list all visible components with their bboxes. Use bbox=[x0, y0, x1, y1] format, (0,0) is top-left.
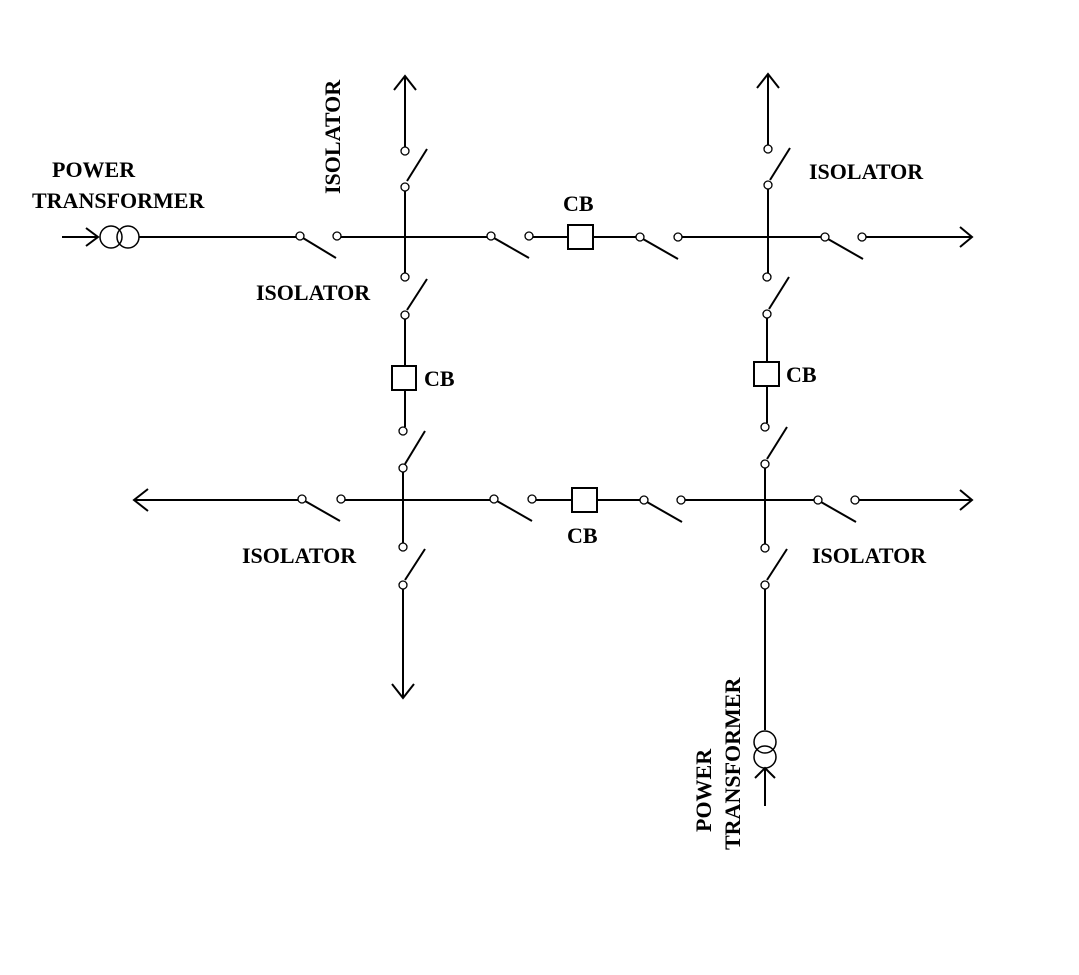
power-transformer-label-bottom-2: TRANSFORMER bbox=[720, 677, 745, 850]
feeder-arrow-down bbox=[391, 683, 415, 700]
isolator-switch bbox=[400, 146, 428, 192]
bottom-bus bbox=[132, 487, 974, 523]
power-transformer-label-left-2: TRANSFORMER bbox=[32, 188, 205, 213]
isolator-switch bbox=[813, 495, 860, 523]
isolator-switch bbox=[639, 495, 686, 523]
feeder-arrow-up bbox=[393, 74, 417, 91]
isolator-switch bbox=[820, 232, 867, 260]
isolator-label-lower-right: ISOLATOR bbox=[812, 543, 927, 568]
top-bus bbox=[62, 224, 974, 260]
power-transformer-left-symbol bbox=[99, 225, 140, 249]
isolator-switch bbox=[635, 232, 683, 260]
power-transformer-label-bottom-1: POWER bbox=[691, 748, 716, 832]
circuit-breaker bbox=[571, 487, 598, 513]
isolator-switch bbox=[763, 144, 791, 190]
isolator-switch bbox=[297, 494, 346, 522]
isolator-switch bbox=[398, 426, 426, 473]
power-transformer-label-left-1: POWER bbox=[52, 157, 136, 182]
isolator-switch bbox=[398, 542, 426, 590]
isolator-label-upper-left: ISOLATOR bbox=[256, 280, 371, 305]
circuit-breaker bbox=[567, 224, 594, 250]
isolator-switch bbox=[760, 422, 788, 469]
cb-label-left: CB bbox=[424, 366, 455, 391]
circuit-breaker bbox=[391, 365, 417, 391]
right-vertical-branch bbox=[753, 72, 791, 806]
feeder-arrow-up bbox=[754, 766, 776, 779]
isolator-label-vertical: ISOLATOR bbox=[320, 79, 345, 194]
feeder-arrow-right bbox=[959, 489, 974, 511]
isolator-switch bbox=[295, 231, 342, 259]
isolator-label-lower-left: ISOLATOR bbox=[242, 543, 357, 568]
left-vertical-branch bbox=[391, 74, 428, 700]
isolator-switch bbox=[489, 494, 537, 522]
cb-label-top: CB bbox=[563, 191, 594, 216]
feeder-arrow-up bbox=[756, 72, 780, 89]
cb-label-bottom: CB bbox=[567, 523, 598, 548]
cb-label-right: CB bbox=[786, 362, 817, 387]
isolator-switch bbox=[762, 272, 790, 319]
isolator-switch bbox=[400, 272, 428, 320]
isolator-switch bbox=[760, 543, 788, 590]
circuit-breaker bbox=[753, 361, 780, 387]
isolator-label-top-right: ISOLATOR bbox=[809, 159, 924, 184]
power-transformer-bottom-symbol bbox=[753, 730, 777, 769]
feeder-arrow-right bbox=[959, 226, 974, 248]
isolator-switch bbox=[486, 231, 534, 259]
